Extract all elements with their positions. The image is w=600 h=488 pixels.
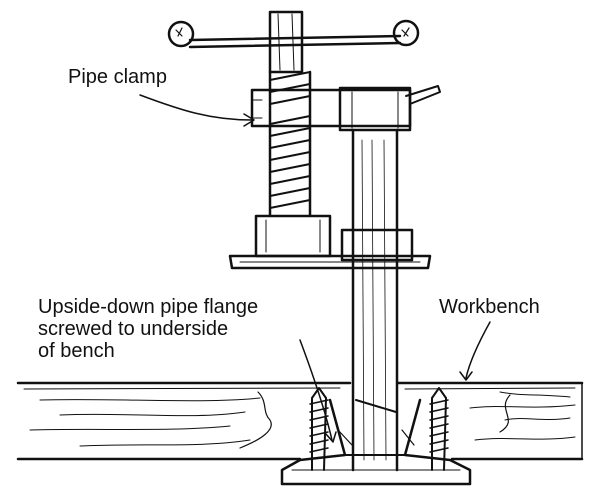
wood-screw-left <box>309 387 329 471</box>
sliding-jaw <box>250 85 441 132</box>
handle <box>167 19 420 49</box>
workbench <box>16 381 584 461</box>
pipe-clamp-label: Pipe clamp <box>68 66 167 88</box>
pipe-flange-label: Upside-down pipe flange screwed to under… <box>38 296 259 362</box>
pipe <box>351 128 399 472</box>
wood-screw-right <box>429 387 449 471</box>
leader-pipe-clamp <box>139 94 255 127</box>
screw-spindle <box>268 10 312 217</box>
leader-workbench <box>459 321 491 381</box>
leader-flange <box>299 339 337 443</box>
lower-jaw <box>228 214 432 270</box>
workbench-label: Workbench <box>439 296 540 318</box>
